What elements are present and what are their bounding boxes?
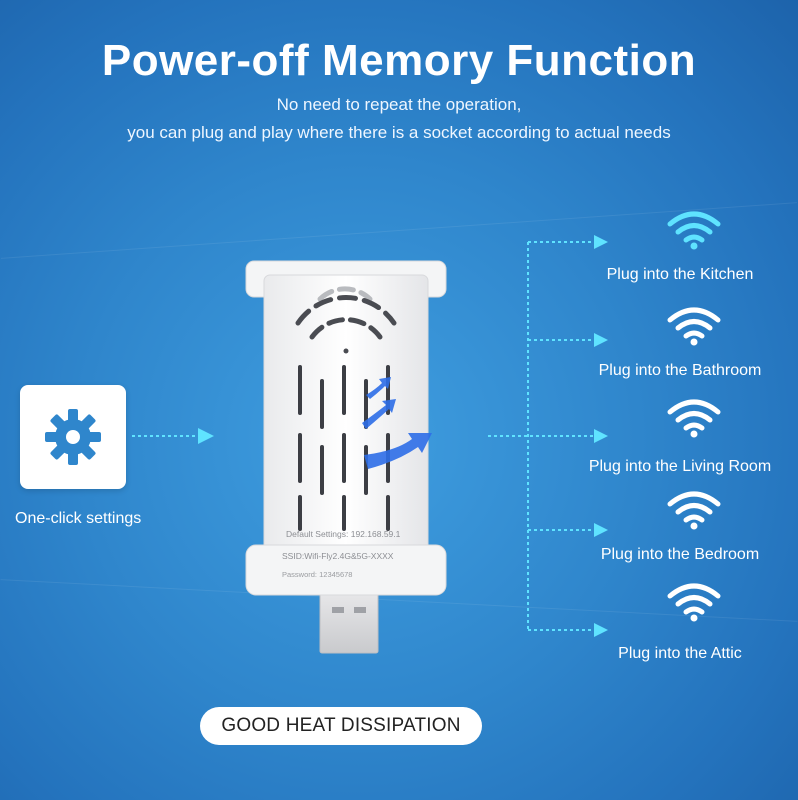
device-label-line-2: SSID:Wifi-Fly2.4G&5G-XXXX bbox=[282, 551, 394, 561]
subtitle-line-1: No need to repeat the operation, bbox=[276, 95, 522, 114]
wifi-icon bbox=[667, 211, 721, 250]
wifi-icon bbox=[667, 491, 721, 530]
page-title: Power-off Memory Function bbox=[101, 36, 697, 85]
wifi-icon bbox=[667, 307, 721, 346]
device-label-line-1: Default Settings: 192.168.59.1 bbox=[286, 529, 401, 539]
heat-dissipation-badge: GOOD HEAT DISSIPATION bbox=[200, 707, 482, 745]
room-label: Plug into the Bedroom bbox=[600, 546, 760, 563]
flow-arrow-left bbox=[132, 428, 214, 444]
subtitle-line-2: you can plug and play where there is a s… bbox=[127, 123, 671, 142]
heat-arrows-icon bbox=[362, 377, 432, 469]
settings-label: One-click settings bbox=[15, 510, 142, 527]
usb-wifi-adapter-device: Default Settings: 192.168.59.1 SSID:Wifi… bbox=[245, 260, 447, 654]
room-label: Plug into the Bathroom bbox=[598, 362, 762, 379]
room-label: Plug into the Kitchen bbox=[606, 266, 754, 283]
room-label: Plug into the Living Room bbox=[588, 458, 772, 475]
settings-card[interactable] bbox=[20, 385, 126, 489]
flow-branch-lines bbox=[488, 235, 608, 637]
device-label-line-3: Password: 12345678 bbox=[282, 570, 352, 579]
room-label: Plug into the Attic bbox=[618, 645, 742, 662]
gear-icon bbox=[45, 409, 101, 465]
wifi-icon bbox=[667, 583, 721, 622]
wifi-icon bbox=[667, 399, 721, 438]
